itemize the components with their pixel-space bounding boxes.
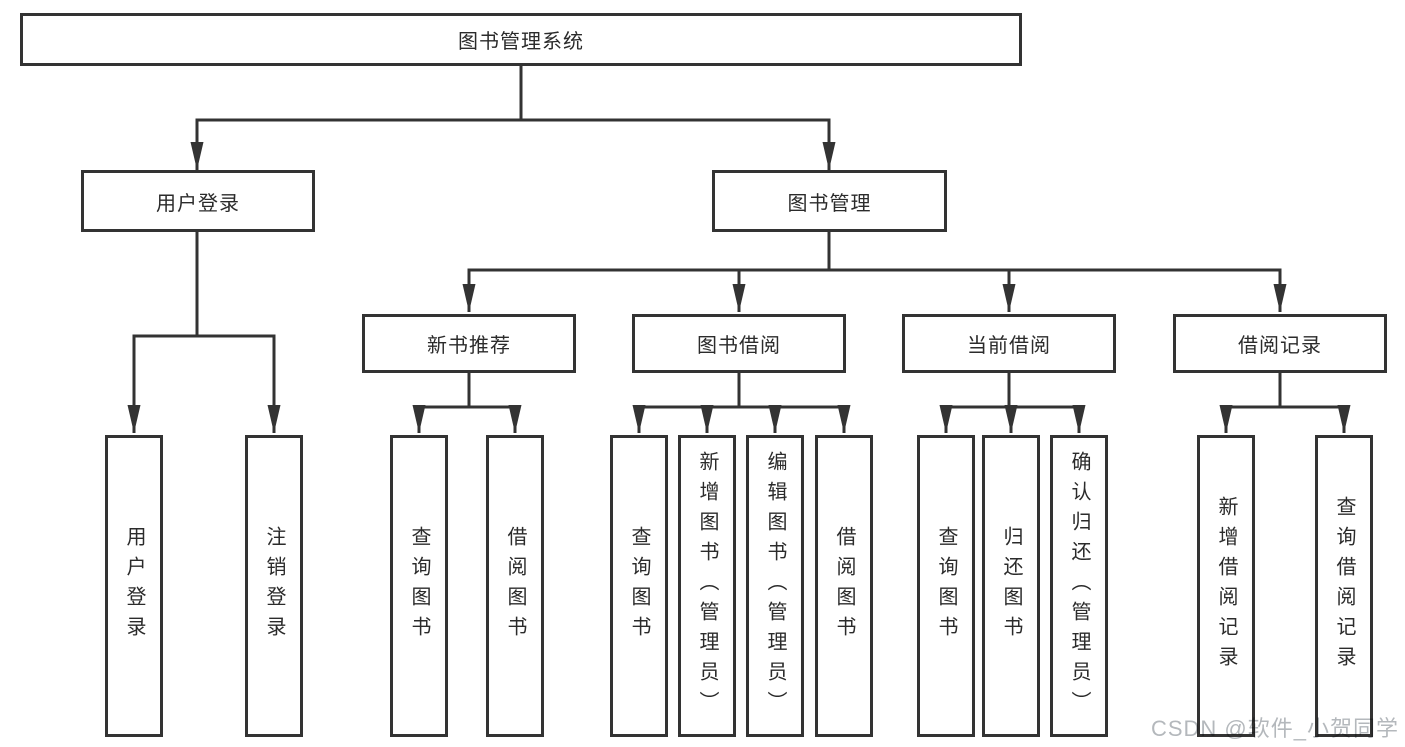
- leaf-user-login: 用户登录: [105, 435, 163, 737]
- leaf-logout: 注销登录: [245, 435, 303, 737]
- book-borrowing-connectors: [632, 373, 851, 433]
- csdn-watermark: CSDN @软件_小贺同学: [1150, 716, 1399, 741]
- leaf-edit-books-admin: 编辑图书（管理员）: [746, 435, 804, 737]
- book-management-connectors: [462, 232, 1287, 312]
- leaf-query-books-recommend: 查询图书: [390, 435, 448, 737]
- user-login-connectors: [127, 232, 281, 433]
- node-user-login: 用户登录: [81, 170, 315, 232]
- leaf-query-books-borrowing: 查询图书: [610, 435, 668, 737]
- leaf-add-borrow-record: 新增借阅记录: [1197, 435, 1255, 737]
- node-book-management: 图书管理: [712, 170, 947, 232]
- borrowing-records-connectors: [1219, 373, 1351, 433]
- leaf-query-borrow-record: 查询借阅记录: [1315, 435, 1373, 737]
- leaf-query-books-current: 查询图书: [917, 435, 975, 737]
- leaf-confirm-return-admin: 确认归还（管理员）: [1050, 435, 1108, 737]
- node-current-borrowing: 当前借阅: [902, 314, 1116, 373]
- node-book-borrowing: 图书借阅: [632, 314, 846, 373]
- new-book-recommendation-connectors: [412, 373, 522, 433]
- leaf-borrow-books-borrowing: 借阅图书: [815, 435, 873, 737]
- leaf-add-books-admin: 新增图书（管理员）: [678, 435, 736, 737]
- node-borrowing-records: 借阅记录: [1173, 314, 1387, 373]
- leaf-return-books: 归还图书: [982, 435, 1040, 737]
- root-to-level2-connectors: [190, 66, 836, 170]
- current-borrowing-connectors: [939, 373, 1086, 433]
- node-library-management-system: 图书管理系统: [20, 13, 1022, 66]
- node-new-book-recommendation: 新书推荐: [362, 314, 576, 373]
- leaf-borrow-books-recommend: 借阅图书: [486, 435, 544, 737]
